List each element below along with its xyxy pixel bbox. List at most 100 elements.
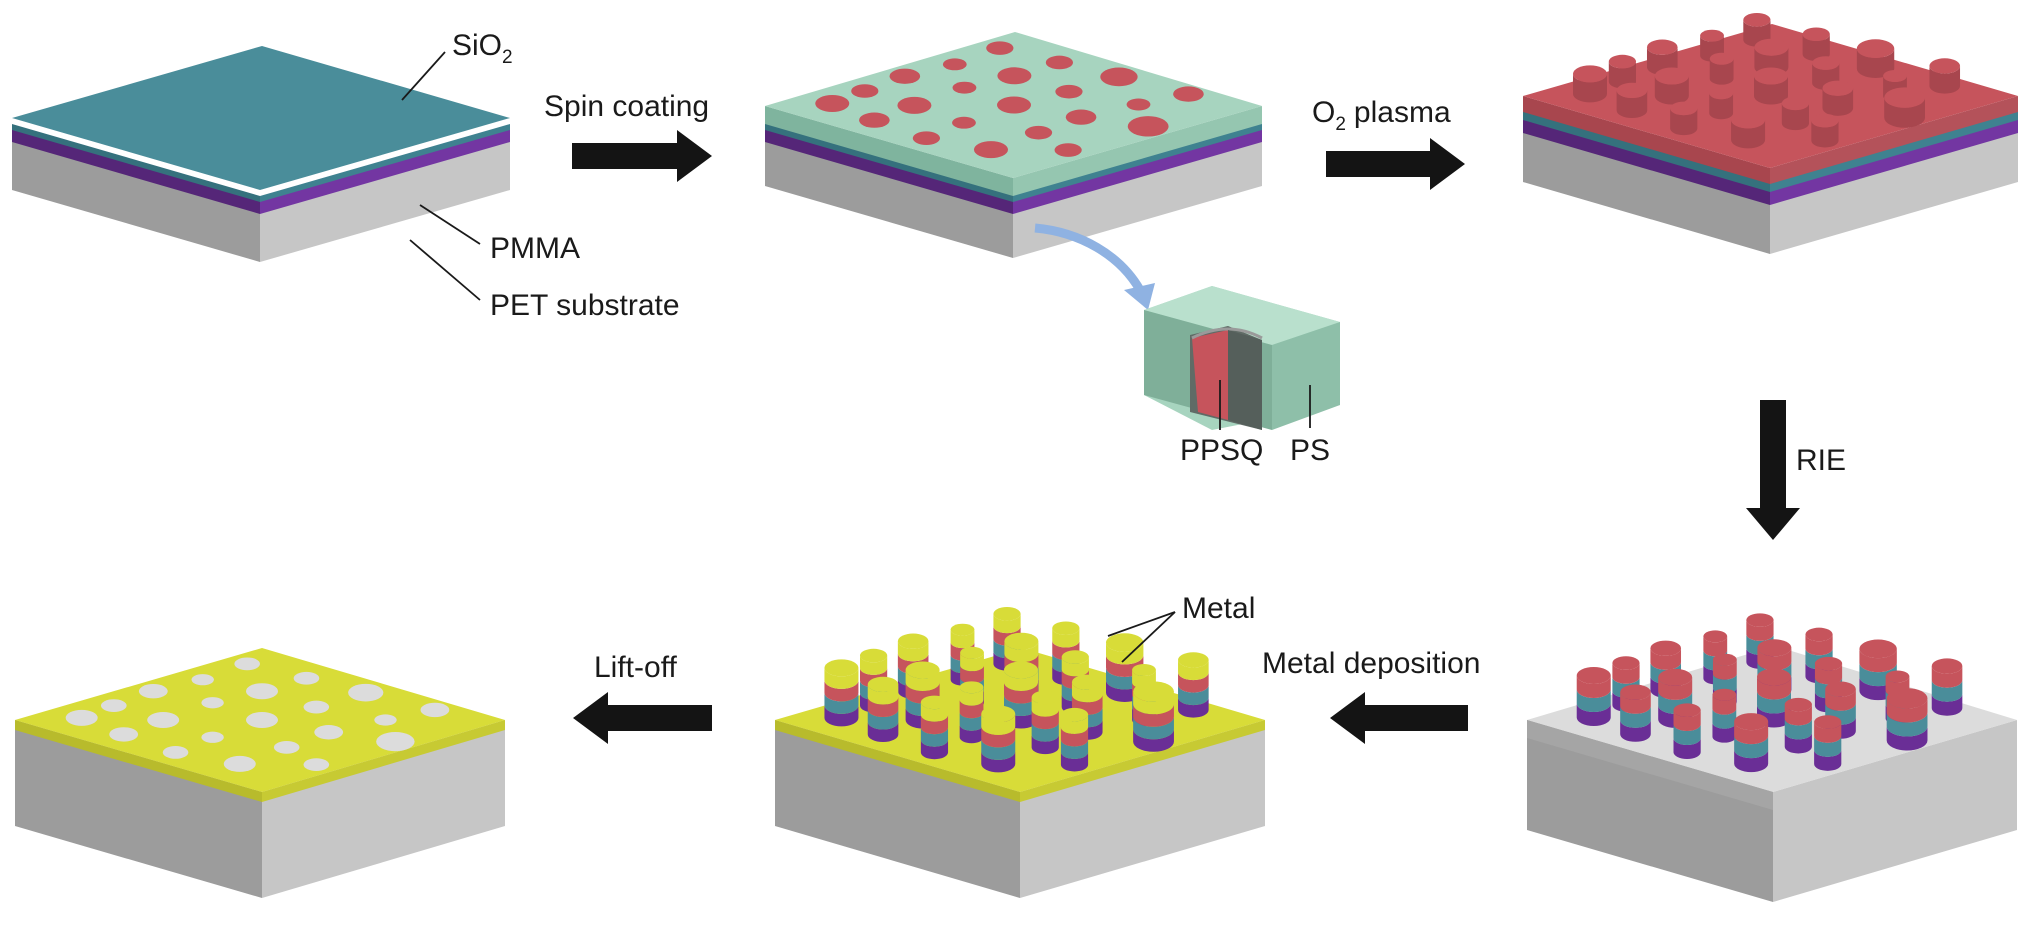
metal-label: Metal xyxy=(1182,592,1255,625)
metal-leader-2 xyxy=(1121,611,1176,663)
pillar xyxy=(1734,713,1769,773)
hole xyxy=(1100,67,1138,87)
hole xyxy=(374,714,397,726)
spin-coating-arrow xyxy=(572,130,712,182)
pillar xyxy=(1811,113,1839,148)
pet-leader xyxy=(409,239,481,301)
pillar xyxy=(1931,658,1963,716)
pillar xyxy=(1814,715,1842,771)
pillar xyxy=(1929,58,1961,94)
metal-deposition-arrow xyxy=(1330,692,1468,744)
panel-initial-stack xyxy=(12,46,510,262)
nanoholes xyxy=(65,657,450,772)
sio2-layer-right-face xyxy=(260,124,510,202)
hole xyxy=(1045,55,1073,70)
hole xyxy=(942,58,967,71)
pillar xyxy=(1060,707,1089,772)
ps-label: PS xyxy=(1290,434,1330,467)
hole xyxy=(1126,98,1151,111)
hole xyxy=(147,712,180,728)
sio2-layer-left-face xyxy=(12,124,260,202)
hole xyxy=(1173,86,1204,102)
pillar xyxy=(1572,65,1607,103)
pillar xyxy=(1654,67,1689,105)
hole xyxy=(997,67,1032,85)
hole xyxy=(997,96,1031,114)
rie-arrow xyxy=(1746,400,1800,540)
ppsq-label: PPSQ xyxy=(1180,434,1263,467)
hole xyxy=(303,758,330,772)
hole xyxy=(1127,116,1169,137)
sio2-label: SiO2 xyxy=(452,29,513,68)
pillar xyxy=(1784,697,1812,754)
pillar xyxy=(1884,87,1926,128)
pillar xyxy=(1822,80,1854,116)
ppsq-pillars xyxy=(1572,13,1961,149)
pillar xyxy=(920,695,949,760)
hole xyxy=(109,727,139,742)
panel-o2-plasma xyxy=(1523,13,2018,254)
hole xyxy=(376,732,415,752)
hole xyxy=(815,95,850,113)
hole xyxy=(912,131,941,145)
hole xyxy=(191,674,214,686)
pillar xyxy=(1709,52,1734,85)
hole xyxy=(314,725,344,740)
pillar xyxy=(1802,27,1830,62)
spin-coating-label: Spin coating xyxy=(544,90,709,123)
pillar xyxy=(1709,87,1734,120)
pet-substrate-left-face xyxy=(12,138,260,262)
lift-off-label: Lift-off xyxy=(594,651,677,684)
o2-plasma-arrow xyxy=(1326,138,1465,190)
zoom-curved-arrow xyxy=(1034,223,1144,293)
hole xyxy=(246,683,278,700)
pet-substrate-label: PET substrate xyxy=(490,289,680,322)
metal-leader-1 xyxy=(1107,611,1176,637)
hole xyxy=(348,683,384,702)
pillar xyxy=(1731,111,1766,149)
multilayer-pillars xyxy=(1576,613,1963,773)
pillar xyxy=(1856,39,1895,78)
pet-substrate-right-face xyxy=(260,138,510,262)
pillar xyxy=(1133,681,1174,752)
pillar xyxy=(1031,690,1059,755)
pillar xyxy=(1670,101,1698,136)
pillar xyxy=(1576,667,1611,727)
pillar xyxy=(1781,96,1810,131)
sio2-leader xyxy=(401,51,446,101)
hole xyxy=(1054,143,1082,157)
hole xyxy=(162,746,189,759)
hole xyxy=(420,702,450,718)
pmma-label: PMMA xyxy=(490,232,580,265)
hole xyxy=(101,699,127,712)
hole xyxy=(851,84,879,98)
pmma-leader xyxy=(419,204,481,245)
hole xyxy=(952,81,977,94)
hole xyxy=(986,41,1014,55)
lift-off-arrow xyxy=(573,692,712,744)
pillar xyxy=(824,659,859,727)
pillar xyxy=(1673,703,1701,759)
panel-spin-coated xyxy=(765,32,1262,258)
inset-cross-section xyxy=(1144,286,1340,430)
pillar xyxy=(959,681,984,744)
hole xyxy=(1065,109,1097,125)
hole xyxy=(1024,125,1053,140)
hole xyxy=(246,712,278,728)
hole xyxy=(952,116,976,129)
metal-capped-pillars xyxy=(824,607,1209,773)
hole xyxy=(65,709,98,726)
hole xyxy=(859,112,890,128)
hole xyxy=(889,68,921,84)
pillar xyxy=(1886,688,1928,751)
sio2-top-face xyxy=(12,46,510,190)
hole xyxy=(293,671,320,685)
pillar xyxy=(867,676,899,743)
panel-metal-deposition xyxy=(775,607,1265,898)
ppsq-cylinder-cut xyxy=(1192,330,1228,420)
pillar xyxy=(1754,67,1788,105)
pillar xyxy=(1178,652,1209,718)
zoom-curved-arrowhead xyxy=(1124,283,1155,310)
hole xyxy=(138,684,168,699)
